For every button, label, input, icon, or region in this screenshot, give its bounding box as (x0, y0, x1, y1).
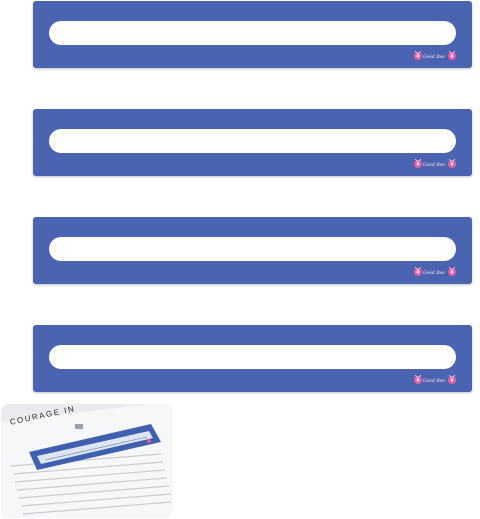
reading-window (49, 129, 456, 153)
brand-logo: Good Bee (412, 156, 458, 174)
bee-flower-icon (414, 374, 456, 384)
brand-logo-text: Good Bee (423, 55, 445, 60)
reading-window (49, 345, 456, 369)
bee-flower-icon (414, 266, 456, 276)
reading-window (49, 237, 456, 261)
reading-window (49, 21, 456, 45)
reading-guide-3: Good Bee (33, 217, 472, 284)
brand-logo: Good Bee (412, 372, 458, 390)
brand-logo-text: Good Bee (423, 163, 445, 168)
brand-logo-text: Good Bee (423, 379, 445, 384)
brand-logo-text: Good Bee (423, 271, 445, 276)
bee-flower-icon (414, 50, 456, 60)
brand-logo: Good Bee (412, 48, 458, 66)
reading-guide-2: Good Bee (33, 109, 472, 176)
reading-guide-4: Good Bee (33, 325, 472, 392)
product-preview-photo: COURAGE IN (1, 404, 173, 518)
brand-logo: Good Bee (412, 264, 458, 282)
reading-guide-1: Good Bee (33, 1, 472, 68)
bee-flower-icon (414, 158, 456, 168)
